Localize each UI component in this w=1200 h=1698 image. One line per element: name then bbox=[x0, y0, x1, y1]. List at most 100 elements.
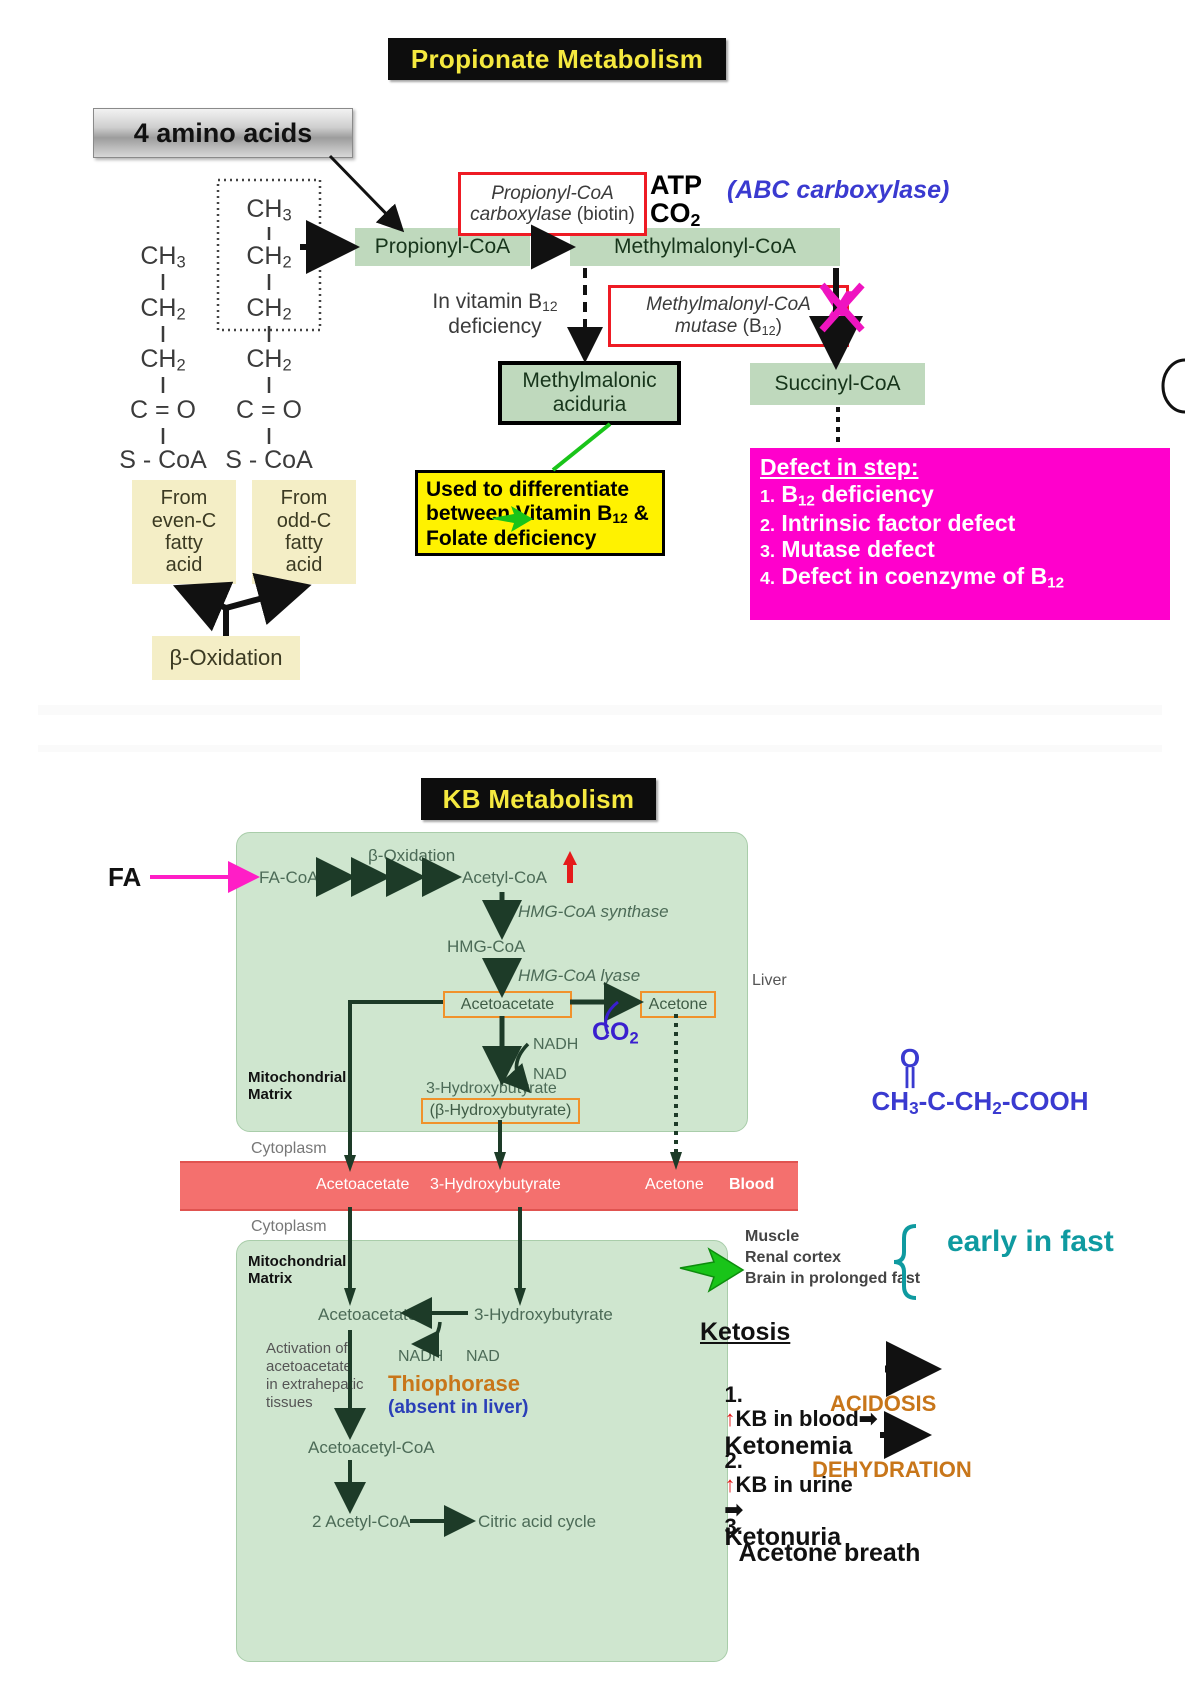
blood-hydroxybutyrate-label: 3-Hydroxybutyrate bbox=[430, 1176, 561, 1193]
beta-oxidation-box: β-Oxidation bbox=[152, 636, 300, 680]
hmg-coa-lyase-label: HMG-CoA lyase bbox=[518, 966, 641, 985]
beta-hydroxybutyrate-box: (β-Hydroxybutyrate) bbox=[421, 1098, 580, 1124]
ketosis-item-1-sub: ACIDOSIS bbox=[830, 1391, 937, 1416]
nadh-label-2: NADH bbox=[398, 1348, 444, 1365]
ketosis-item-2-result: Ketonuria bbox=[724, 1522, 842, 1551]
enzyme2-plain: (B12) bbox=[742, 315, 782, 338]
liver-label: Liver bbox=[752, 972, 787, 989]
right-arrow-icon-1: ➡ bbox=[858, 1406, 878, 1432]
chain-left-ch3: CH3 bbox=[140, 242, 186, 272]
chain-left-ch2-1: CH2 bbox=[140, 294, 186, 324]
enzyme1-italic: Propionyl-CoA carboxylase bbox=[470, 182, 614, 225]
from-even-c-label: From even-C fatty acid bbox=[151, 487, 217, 577]
cytoplasm-label-top: Cytoplasm bbox=[251, 1140, 327, 1157]
from-odd-c-box: From odd-C fatty acid bbox=[252, 480, 356, 584]
hmg-coa-synthase-label: HMG-CoA synthase bbox=[518, 902, 669, 921]
citric-acid-cycle-label: Citric acid cycle bbox=[478, 1512, 597, 1531]
mitochondrial-matrix-label-bottom: Mitochondrial Matrix bbox=[248, 1253, 347, 1287]
yellow-note-line-1: Used to differentiate bbox=[426, 478, 630, 501]
atp-label: ATP bbox=[650, 170, 702, 200]
chain-right-co: C = O bbox=[236, 396, 302, 424]
co2-label-kb: CO2 bbox=[592, 1018, 639, 1048]
succinyl-coa-box: Succinyl-CoA bbox=[750, 363, 925, 405]
right-arrow-icon-2: ➡ bbox=[724, 1496, 743, 1522]
ketosis-item-2-sub: DEHYDRATION bbox=[812, 1457, 972, 1482]
beta-oxidation-label-kb: β-Oxidation bbox=[368, 846, 456, 865]
defect-item-1: 1. B12 deficiency bbox=[760, 480, 934, 509]
ketosis-header: Ketosis bbox=[700, 1318, 791, 1346]
absent-in-liver-label: (absent in liver) bbox=[388, 1397, 529, 1418]
nad-label-2: NAD bbox=[466, 1348, 500, 1365]
peripheral-mitochondrial-matrix-cell bbox=[236, 1240, 728, 1662]
from-odd-c-label: From odd-C fatty acid bbox=[276, 487, 332, 577]
ketosis-item-2: 2. ↑KB in urine ➡ Ketonuria bbox=[700, 1424, 853, 1575]
co2-label: CO2 bbox=[650, 198, 701, 230]
ketosis-item-1-text: KB in blood bbox=[735, 1406, 859, 1432]
tissue-renal-cortex-label: Renal cortex bbox=[745, 1249, 842, 1266]
fa-coa-label: FA-CoA bbox=[259, 868, 319, 887]
enzyme2-text: Methylmalonyl-CoA mutase (B12) bbox=[646, 294, 811, 337]
b12-deficiency-label: In vitamin B12 deficiency bbox=[432, 290, 558, 338]
nadh-label: NADH bbox=[533, 1036, 579, 1053]
defect-item-3: 3. Mutase defect bbox=[760, 536, 935, 563]
ketosis-item-3: 3. Acetone breath bbox=[700, 1490, 920, 1592]
ketosis-item-2-num: 2. bbox=[724, 1447, 743, 1473]
enzyme1-plain: (biotin) bbox=[576, 204, 635, 225]
chain-right-ch3: CH3 bbox=[246, 195, 292, 225]
chain-right-ch2-3: CH2 bbox=[246, 345, 292, 375]
methylmalonic-aciduria-box: Methylmalonic aciduria bbox=[498, 361, 681, 425]
defect-item-3-label: Mutase defect bbox=[781, 536, 935, 563]
acetoacetyl-coa-label: Acetoacetyl-CoA bbox=[308, 1438, 435, 1457]
nad-label: NAD bbox=[533, 1066, 567, 1083]
ketosis-item-2-text: KB in urine bbox=[735, 1472, 853, 1498]
acetone-structure-formula: CH3-C-CH2-COOH bbox=[871, 1086, 1089, 1118]
acetoacetate-box: Acetoacetate bbox=[443, 991, 572, 1018]
yellow-note-line-3: & Folate deficiency bbox=[426, 502, 649, 551]
fa-label: FA bbox=[108, 862, 142, 892]
mitochondrial-matrix-label-top: Mitochondrial Matrix bbox=[248, 1069, 347, 1103]
page-edge-artifact bbox=[1161, 358, 1186, 414]
abc-carboxylase-note: (ABC carboxylase) bbox=[727, 176, 950, 204]
ketosis-item-3-result: Acetone breath bbox=[738, 1539, 921, 1568]
chain-left-co: C = O bbox=[130, 396, 196, 424]
hydroxybutyrate-label: 3-Hydroxybutyrate bbox=[426, 1080, 557, 1097]
slide-2-title: KB Metabolism bbox=[421, 778, 656, 820]
tissue-muscle-label: Muscle bbox=[745, 1228, 800, 1245]
defect-item-4: 4. Defect in coenzyme of B12 bbox=[760, 562, 1065, 592]
defect-item-2: 2. Intrinsic factor defect bbox=[760, 509, 1016, 536]
chain-right-scoa: S - CoA bbox=[225, 446, 313, 474]
ketosis-item-3-num: 3. bbox=[724, 1513, 743, 1539]
acetyl-coa-label: Acetyl-CoA bbox=[462, 868, 548, 887]
two-acetyl-coa-label: 2 Acetyl-CoA bbox=[312, 1512, 411, 1531]
block-x-marker: X bbox=[821, 281, 856, 339]
defect-header: Defect in step: bbox=[760, 454, 919, 480]
amino-acids-box: 4 amino acids bbox=[93, 108, 353, 158]
defect-item-2-label: Intrinsic factor defect bbox=[781, 509, 1016, 536]
methylmalonyl-coa-box: Methylmalonyl-CoA bbox=[570, 228, 840, 266]
blood-label: Blood bbox=[729, 1176, 775, 1193]
ketosis-item-1: 1. ↑KB in blood➡ Ketonemia bbox=[700, 1358, 877, 1485]
hmg-coa-label: HMG-CoA bbox=[447, 937, 526, 956]
acetone-structure-bond: || bbox=[903, 1063, 917, 1088]
hydroxybutyrate-label-2: 3-Hydroxybutyrate bbox=[474, 1305, 613, 1324]
ketosis-item-1-result: Ketonemia bbox=[724, 1431, 853, 1460]
propionyl-coa-carboxylase-label: Propionyl-CoA carboxylase (biotin) bbox=[458, 172, 647, 236]
early-in-fast-label: early in fast bbox=[947, 1225, 1114, 1258]
blood-acetone-label: Acetone bbox=[645, 1176, 704, 1193]
enzyme1-text: Propionyl-CoA carboxylase (biotin) bbox=[470, 183, 635, 226]
slide-1-title: Propionate Metabolism bbox=[388, 38, 726, 80]
propionyl-coa-box: Propionyl-CoA bbox=[355, 228, 530, 266]
enzyme2-italic: Methylmalonyl-CoA mutase bbox=[646, 294, 811, 337]
up-arrow-icon-1: ↑ bbox=[724, 1406, 736, 1432]
chain-left-ch2-2: CH2 bbox=[140, 345, 186, 375]
cytoplasm-label-bottom: Cytoplasm bbox=[251, 1218, 327, 1235]
chain-left-scoa: S - CoA bbox=[119, 446, 207, 474]
acetone-box: Acetone bbox=[640, 991, 716, 1018]
defect-in-step-box: Defect in step: 1. B12 deficiency 2. Int… bbox=[750, 448, 1170, 620]
methylmalonic-aciduria-label: Methylmalonic aciduria bbox=[522, 369, 657, 416]
ketosis-item-1-num: 1. bbox=[724, 1381, 743, 1407]
blood-band bbox=[180, 1161, 798, 1211]
up-arrow-icon-2: ↑ bbox=[724, 1472, 736, 1498]
blood-acetoacetate-label: Acetoacetate bbox=[316, 1176, 410, 1193]
